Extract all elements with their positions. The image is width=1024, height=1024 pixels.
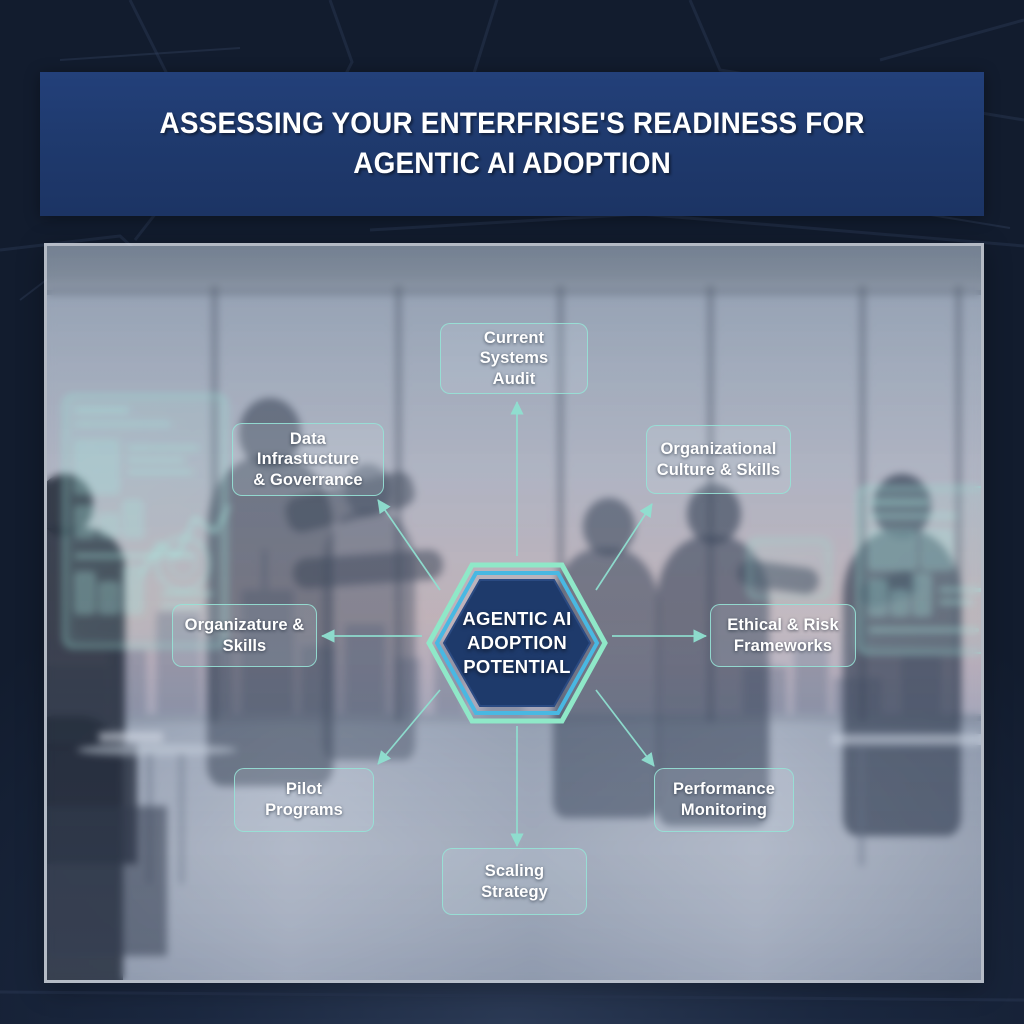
node-label-line-2: Frameworks [733,636,833,655]
node-organizature-skills[interactable]: Organizature & Skills [172,604,317,667]
node-label-line-1: Pilot [285,780,323,799]
title-banner: ASSESSING YOUR ENTERFRISE'S READINESS FO… [40,72,984,216]
node-label-line-2: Skills [222,636,267,655]
arrow-to-organizational-culture [595,503,653,591]
node-data-infrastructure-governance[interactable]: Data Infrastucture & Goverrance [232,423,384,496]
node-performance-monitoring[interactable]: Performance Monitoring [654,768,794,832]
node-label-line-1: Current Systems [479,328,549,368]
node-label-line-2: Infrastucture [256,450,360,469]
node-label-line-1: Organizational [660,439,777,458]
page-title: ASSESSING YOUR ENTERFRISE'S READINESS FO… [130,104,895,183]
node-ethical-risk-frameworks[interactable]: Ethical & Risk Frameworks [710,604,856,667]
node-pilot-programs[interactable]: Pilot Programs [234,768,374,832]
node-label-line-3: & Goverrance [253,470,363,489]
arrow-to-data-infrastructure [377,499,441,591]
node-label-line-1: Organizature & [184,615,305,634]
node-label-line-2: Programs [265,801,343,819]
node-label-line-1: Data [289,429,327,448]
node-label-line-2: Strategy [481,882,548,901]
arrow-to-pilot-programs [377,689,441,765]
node-label-line-1: Ethical & Risk [727,615,839,634]
node-label-line-1: Performance [673,780,775,799]
node-current-systems-audit[interactable]: Current Systems Audit [440,323,588,394]
hexagon-shape [426,562,608,724]
node-label-line-2: Culture & Skills [656,460,781,479]
node-label-line-2: Monitoring [680,801,768,819]
node-label-line-2: Audit [492,369,536,388]
node-scaling-strategy[interactable]: Scaling Strategy [442,848,587,915]
node-label-line-1: Scaling [484,861,545,880]
arrow-to-performance-monitoring [595,689,655,767]
page-title-line-1: ASSESSING YOUR ENTERFRISE'S READINESS FO… [159,107,865,141]
center-hexagon[interactable]: AGENTIC AI ADOPTION POTENTIAL [426,562,608,724]
page-title-line-2: AGENTIC AI ADOPTION [353,147,671,180]
node-organizational-culture-skills[interactable]: Organizational Culture & Skills [646,425,791,494]
